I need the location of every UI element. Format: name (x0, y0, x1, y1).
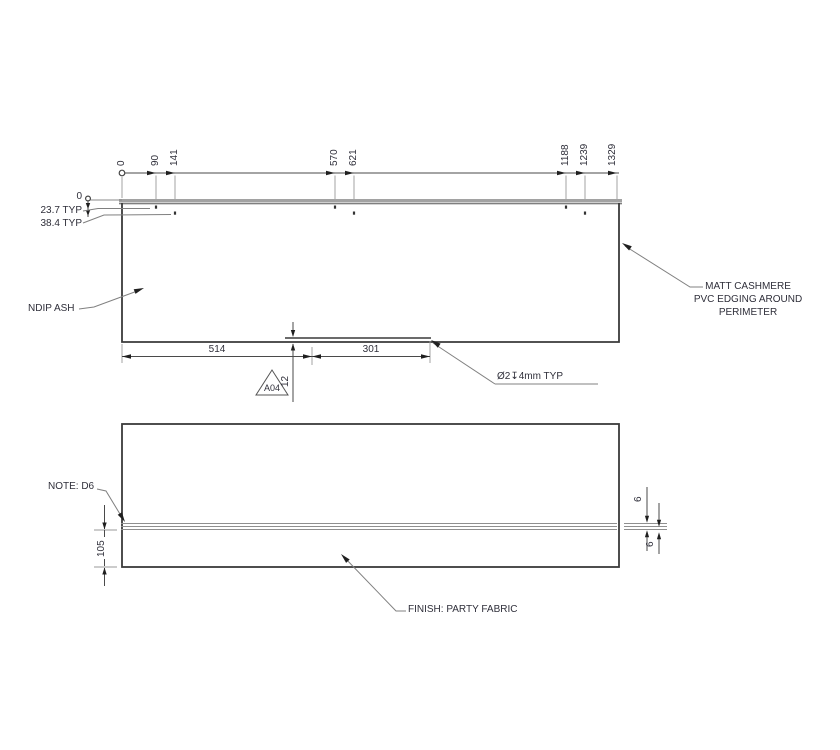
material-leader-line (78, 289, 141, 310)
hole-callout-leader (432, 342, 496, 385)
finish-leader-arrow (341, 554, 350, 563)
ordinate-label-141: 141 (169, 149, 180, 166)
ordinate-arrows (147, 170, 617, 176)
ordinate-label-0: 0 (116, 160, 127, 166)
detail-triangle (255, 369, 289, 396)
offset-zero-label: 0 (76, 191, 82, 202)
offset-origin-circle (84, 195, 91, 202)
note-leader-arrow (117, 512, 125, 522)
edging-note-line1: MATT CASHMERE (705, 281, 791, 292)
edging-note-line3: PERIMETER (718, 307, 778, 318)
height-dim-extensions (94, 529, 117, 568)
edging-leader-arrow (622, 243, 632, 251)
detail-marker-label: A04 (263, 383, 280, 393)
strip-dim-arrows (644, 515, 662, 540)
top-panel-outline (121, 203, 620, 343)
offset-arrows (85, 203, 91, 216)
edging-leader-line (624, 245, 703, 288)
note-leader-line (96, 488, 124, 520)
ordinate-label-1188: 1188 (560, 144, 571, 166)
ordinate-origin-circle (118, 169, 126, 177)
height-dim-arrows (102, 522, 107, 575)
bottom-dim-arrows (122, 354, 430, 359)
edge-band (119, 199, 622, 203)
dim-514-label: 514 (208, 344, 226, 355)
offset-237-label: 23.7 TYP (40, 205, 82, 216)
ordinate-label-90: 90 (150, 154, 161, 166)
dim-301-label: 301 (362, 344, 380, 355)
hole-marks (154, 205, 587, 215)
note-callout-label: NOTE: D6 (48, 481, 95, 492)
dim-6-bottom-label: 6 (645, 541, 656, 547)
ordinate-label-1329: 1329 (607, 143, 618, 166)
depth-dim-arrows (290, 330, 296, 351)
finish-callout-label: FINISH: PARTY FABRIC (408, 604, 518, 615)
strip-band (121, 522, 667, 531)
front-panel-outline (121, 423, 620, 568)
ordinate-label-1239: 1239 (579, 143, 590, 166)
offset-384-label: 38.4 TYP (40, 218, 82, 229)
ordinate-extension-lines (121, 175, 618, 199)
material-label: NDIP ASH (28, 303, 75, 314)
dim-105-label: 105 (96, 540, 107, 557)
ordinate-label-570: 570 (329, 149, 340, 166)
finish-leader-line (343, 556, 406, 612)
hole-callout-label: Ø2↧4mm TYP (497, 371, 563, 382)
material-leader-arrow (133, 288, 144, 294)
edging-note-line2: PVC EDGING AROUND (693, 294, 803, 305)
hole-callout-arrow (431, 340, 441, 348)
ordinate-label-621: 621 (348, 149, 359, 166)
offset-leaders (82, 208, 172, 224)
dim-6-top-label: 6 (633, 496, 644, 502)
